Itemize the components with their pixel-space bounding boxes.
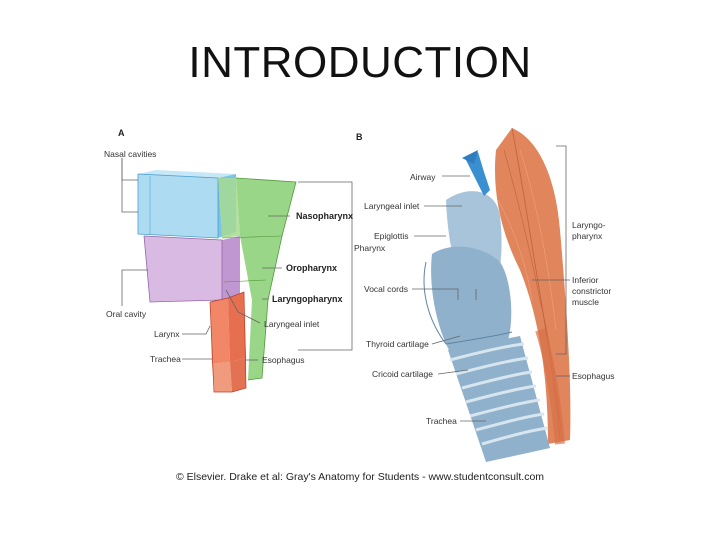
label-nasopharynx: Nasopharynx [296, 211, 353, 221]
label-oropharynx: Oropharynx [286, 263, 337, 273]
panel-a: A [104, 128, 386, 393]
laryngeal-cartilages [423, 191, 550, 462]
label-thyroid-cartilage: Thyroid cartilage [366, 339, 429, 349]
label-pharynx: Pharynx [354, 243, 386, 253]
label-cricoid-cartilage: Cricoid cartilage [372, 369, 433, 379]
label-inferior-constrictor-line2: constrictor [572, 286, 611, 296]
figure-credit: © Elsevier. Drake et al: Gray's Anatomy … [175, 471, 545, 483]
slide-title: INTRODUCTION [188, 38, 532, 87]
panel-a-letter: A [118, 128, 125, 138]
label-trachea-a: Trachea [150, 354, 181, 364]
label-airway: Airway [410, 172, 436, 182]
label-larynx: Larynx [154, 329, 180, 339]
panel-b-letter: B [356, 132, 363, 142]
panel-b-leaders [412, 145, 570, 422]
esophagus-tube [535, 328, 565, 445]
panel-a-leaders [121, 158, 353, 361]
panel-b: B [356, 127, 615, 462]
label-epiglottis: Epiglottis [374, 231, 409, 241]
label-laryngeal-inlet-a: Laryngeal inlet [264, 319, 320, 329]
larynx-trachea-region [209, 291, 247, 393]
label-esophagus-b: Esophagus [572, 371, 615, 381]
label-esophagus-a: Esophagus [262, 355, 305, 365]
oral-cavity-region [143, 235, 240, 303]
label-nasal-cavities: Nasal cavities [104, 149, 156, 159]
airway-arrow [462, 150, 490, 196]
label-vocal-cords: Vocal cords [364, 284, 408, 294]
label-inferior-constrictor-line3: muscle [572, 297, 599, 307]
label-oral-cavity: Oral cavity [106, 309, 147, 319]
label-trachea-b: Trachea [426, 416, 457, 426]
label-inferior-constrictor-line1: Inferior [572, 275, 599, 285]
label-laryngeal-inlet-b: Laryngeal inlet [364, 201, 420, 211]
label-laryngopharynx-line1: Laryngo- [572, 220, 606, 230]
label-laryngopharynx: Laryngopharynx [272, 294, 343, 304]
label-laryngopharynx-line2: pharynx [572, 231, 603, 241]
